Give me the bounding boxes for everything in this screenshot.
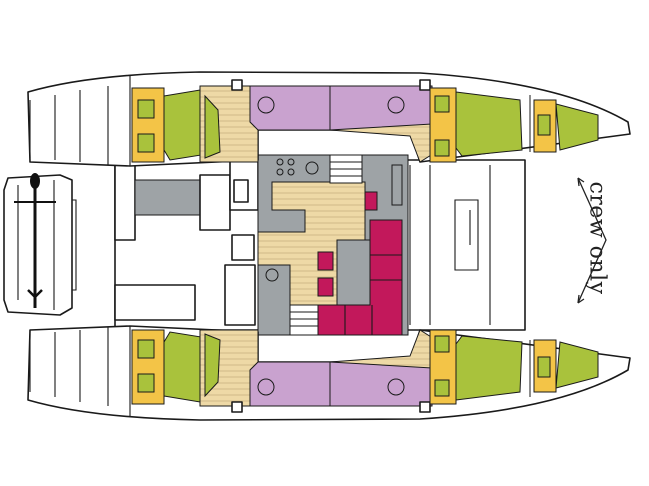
starboard-hull [27,325,631,421]
salon-galley [257,154,409,336]
cockpit [114,159,259,326]
dinghy [3,173,77,316]
port-hull [27,71,631,167]
crew-only-arrows [577,177,607,304]
crew-only-label: crew only [584,181,610,295]
